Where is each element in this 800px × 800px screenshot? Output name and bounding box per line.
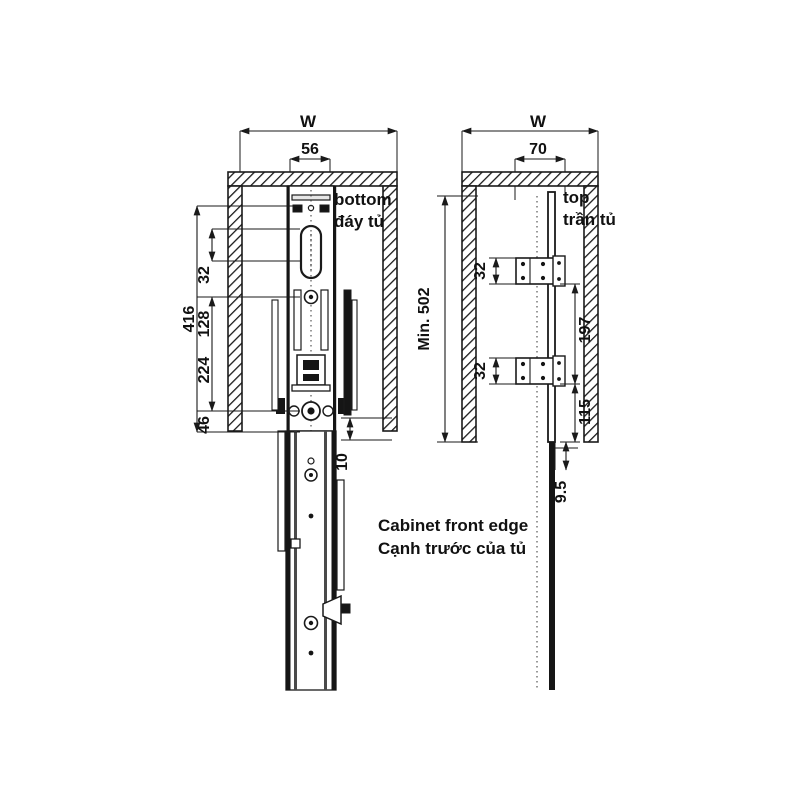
bracket-upper-wing-hole-1 [557,261,561,265]
lock-tab [322,594,342,626]
bracket-lower [515,355,566,387]
telescopic-arm-right-outer [351,299,358,411]
lock-tab-stud [340,603,351,614]
dim-115-label: 115 [577,399,594,425]
right-dim-32-lower: 32 [472,357,516,385]
screw-a-core [309,473,313,477]
cabinet-top-panel [227,171,398,187]
dim-224-label: 224 [196,357,213,384]
fixing-block-right [319,204,330,213]
bracket-upper-hole-3 [540,261,546,267]
right-dim-min502: Min. 502 [416,195,478,443]
rail-ext-left-channel [277,430,286,552]
left-rail-extension [277,430,351,691]
telescopic-arm-left-outer [271,299,279,411]
rail-edge-right [333,186,337,431]
left-rail-assembly [271,185,358,690]
guide-right-upper [320,289,329,351]
carrier-block-insert-2 [303,374,319,381]
clip-left [290,538,301,549]
front-edge-en: Cabinet front edge [378,516,528,535]
screw-b-core [308,620,314,626]
right-inner-width-label: 70 [529,141,547,158]
left-view-group: W 56 [181,112,398,691]
right-width-label: W [530,112,547,131]
pivot-lower-right [322,405,334,417]
stile-profile [547,191,556,443]
right-callout-top: top trần tủ [563,188,616,229]
dim-46-label: 46 [196,416,213,434]
dim-416-label: 416 [181,306,198,333]
rail-edge-left [286,186,290,431]
right-cabinet-body [461,171,599,443]
front-edge-vi: Cạnh trước của tủ [378,539,526,558]
side-bar-right [338,398,347,414]
dim-32-label: 32 [196,266,213,284]
front-edge-annotation: Cabinet front edge Cạnh trước của tủ [378,516,528,558]
pivot-upper-center [308,294,314,300]
carrier-base-plate [291,384,331,392]
bracket-lower-hole-1 [520,361,526,367]
bracket-lower-wing [552,355,566,387]
left-cabinet-body [227,171,398,432]
right-cabinet-right-wall [583,185,599,443]
right-dim-95: 9.5 [553,441,578,503]
hole-a [307,457,315,465]
left-dim-10: 10 [334,417,392,471]
bracket-upper-hole-1 [520,261,526,267]
carrier-block-insert [303,360,319,370]
guide-left-upper [293,289,302,351]
bracket-lower-hole-3 [540,361,546,367]
bracket-upper-wing-hole-2 [557,277,561,281]
dim-32-lower-label: 32 [472,362,489,380]
left-dim-chain: 416 32 128 224 46 [181,205,300,434]
right-dim-32-upper: 32 [472,257,516,285]
callout-top-vi: trần tủ [563,210,616,229]
dim-197-label: 197 [577,317,594,344]
left-width-label: W [300,112,317,131]
bracket-lower-hole-2 [520,375,526,381]
bracket-lower-wing-hole-2 [557,377,561,381]
right-cabinet-left-wall [461,185,477,443]
rail-ext-right-channel [336,479,345,591]
cabinet-left-wall [227,185,243,432]
bracket-upper [515,255,566,287]
dim-10-label: 10 [334,453,351,471]
callout-top-en: top [563,188,589,207]
telescopic-arm-right [343,289,352,416]
dim-95-label: 9.5 [553,481,570,503]
left-callout-bottom: bottom đáy tủ [334,190,392,231]
dim-32-upper-label: 32 [472,262,489,280]
dim-128-label: 128 [196,311,213,338]
min502-label: Min. 502 [416,287,433,350]
right-cabinet-top-panel [461,171,599,187]
right-view-group: W 70 [416,112,616,690]
bracket-upper-hole-2 [520,275,526,281]
bracket-lower-hole-4 [540,375,546,381]
hole-b [308,513,314,519]
bracket-lower-wing-hole-1 [557,361,561,365]
callout-bottom-vi: đáy tủ [334,212,384,231]
right-vertical-bar [536,191,556,690]
side-bar-left [276,398,285,414]
pivot-lower-center [307,407,315,415]
front-edge-bar [549,442,555,690]
rail-ext-edge-left [286,431,291,690]
right-dim-W: W [461,112,599,172]
left-inner-width-label: 56 [301,141,319,158]
bracket-upper-wing [552,255,566,287]
hole-c [308,650,314,656]
cabinet-right-wall [382,185,398,432]
fixing-block-left [292,204,303,213]
rail-ext-stripe-1 [294,431,297,690]
rail-ext-stripe-2 [324,431,327,690]
bracket-upper-hole-4 [540,275,546,281]
callout-bottom-en: bottom [334,190,392,209]
rail-ext-edge-right [331,431,336,690]
left-dim-W: W [239,112,398,172]
